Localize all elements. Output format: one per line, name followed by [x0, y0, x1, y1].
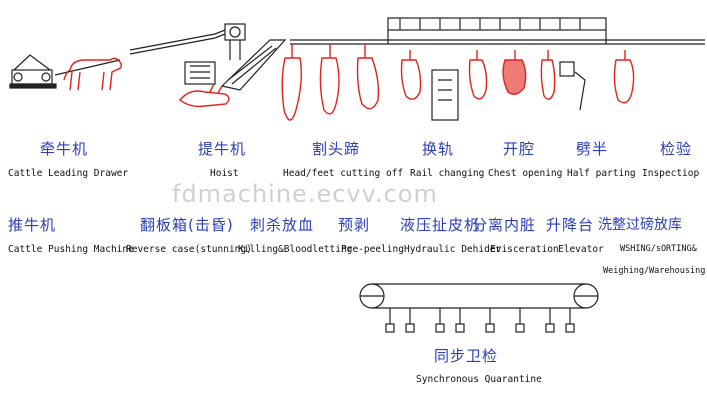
label-cn-killing: 刺杀放血 [250, 216, 315, 234]
label-en-cattle-leading: Cattle Leading Drawer [8, 168, 129, 179]
label-en-hoist: Hoist [210, 168, 239, 179]
watermark: fdmachine.ecvv.com [172, 180, 438, 208]
label-en-inspection: Inspectiop [642, 168, 700, 179]
hanging-carcasses [281, 44, 635, 121]
quarantine-conveyor-icon [359, 283, 599, 333]
label-en-head-feet: Head/feet cutting off [283, 168, 404, 179]
label-cn-reverse-case: 翻板箱(击昏) [140, 216, 234, 234]
label-en-rail-changing: Rail changing [410, 168, 485, 179]
overhead-rail [129, 29, 705, 55]
label-cn-chest-opening: 开腔 [503, 140, 536, 158]
label-cn-pre-peeling: 预剥 [338, 216, 371, 234]
label-cn-cattle-leading: 牵牛机 [40, 140, 89, 158]
label-cn-inspection: 检验 [660, 140, 693, 158]
label-cn-washing: 洗整过磅放库 [598, 217, 682, 233]
label-en-evisceration: Evisceration [490, 244, 559, 255]
label-cn-head-feet: 割头蹄 [312, 140, 361, 158]
label-cn-rail-changing: 换轨 [422, 140, 455, 158]
label-en-cattle-pushing: Cattle Pushing Machine [8, 244, 134, 255]
label-en-quarantine: Synchronous Quarantine [416, 374, 542, 385]
label-cn-quarantine: 同步卫检 [434, 347, 499, 365]
label-cn-evisceration: 分离内脏 [472, 216, 537, 234]
stunned-cow-icon [179, 83, 230, 108]
label-en-chest-opening: Chest opening [488, 168, 563, 179]
hoist-icon [184, 23, 287, 91]
label-cn-half-parting: 劈半 [576, 140, 609, 158]
label-en-reverse-case: Reverse case(stunning) [126, 244, 252, 255]
label-en-half-parting: Half parting [567, 168, 636, 179]
rail-changing-frame [387, 17, 607, 121]
label-cn-cattle-pushing: 推牛机 [8, 216, 57, 234]
label-en-elevator: Elevator [558, 244, 604, 255]
label-en-killing: Killing&Bloodletting [238, 244, 353, 255]
cow-icon [63, 57, 123, 91]
label-cn-hoist: 提牛机 [198, 140, 247, 158]
label-en-weighing: Weighing/Warehousing [603, 266, 706, 276]
label-cn-elevator: 升降台 [546, 216, 595, 234]
label-en-washing: WSHING/sORTING& [620, 244, 697, 254]
label-en-hydraulic-dehider: Hydraulic Dehider [404, 244, 502, 255]
label-cn-hydraulic-dehider: 液压扯皮机 [400, 216, 481, 234]
label-en-pre-peeling: Pre-peeling [341, 244, 404, 255]
cattle-leading-drawer-icon [9, 54, 121, 89]
